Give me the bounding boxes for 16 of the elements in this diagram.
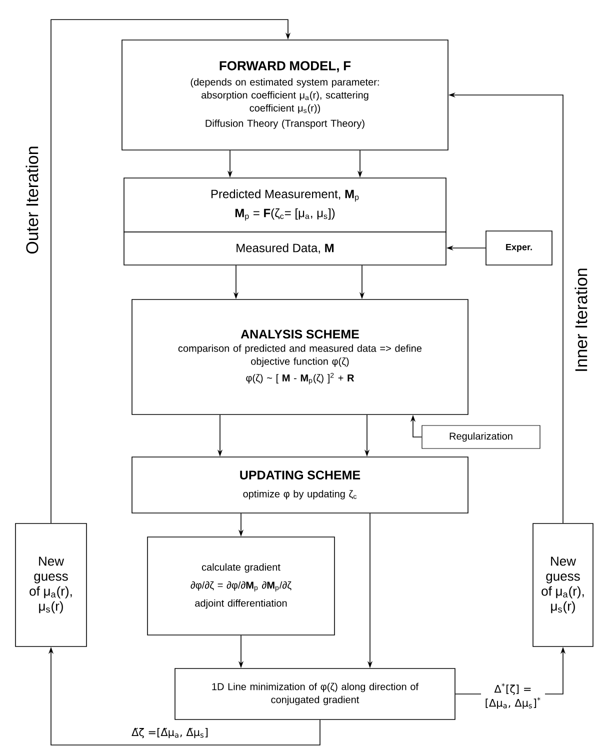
edge-label: Δ$^{*}$[ζ] = [Δμ$_{a}$, Δμ$_{s}$]$^{*}$ (481, 682, 545, 710)
guess-box: New guess of μ$_{a}$(r), μ$_{s}$(r) (15, 523, 87, 647)
process-box: Predicted Measurement, M$_{p}$ M$_{p}$ = F(ζ$_{c}$= [μ$_{a}$, μ$_{s}$]) (124, 178, 446, 232)
process-box: 1D Line minimization of φ(ζ) along direction of conjugated gradient (174, 668, 456, 720)
process-box: FORWARD MODEL, F (depends on estimated system parameter: absorption coefficient μ$_{a}$(r), scattering coefficient μ$_{s}$(r)) Diffusion Theory (Transport Theory) (122, 40, 448, 150)
process-box: Measured Data, M (124, 232, 446, 266)
guess-box: New guess of μ$_{a}$(r), μ$_{s}$(r) (532, 523, 594, 647)
input-box: Regularization (422, 425, 540, 449)
side-label: Outer Iteration (26, 146, 38, 254)
process-box: ANALYSIS SCHEME comparison of predicted and measured data => define objective function φ(ζ) φ(ζ) ~ [ M - M$_{p}$(ζ) ]$^{2}$ + R (132, 299, 468, 415)
side-label: Inner Iteration (574, 268, 588, 371)
arrow (50, 19, 291, 524)
input-box: Exper. (486, 230, 552, 266)
process-box: UPDATING SCHEME optimize φ by updating ζ$_{c}$ (132, 456, 468, 514)
process-box: calculate gradient ∂φ/∂ζ = ∂φ/∂M$_{p}$ ∂M$_{p}$/∂ζ adjoint differentiation (147, 536, 335, 636)
edge-label: Δ̃ζ =[Δ̃μ$_{a}$, Δ̃μ$_{s}$] (130, 726, 210, 740)
